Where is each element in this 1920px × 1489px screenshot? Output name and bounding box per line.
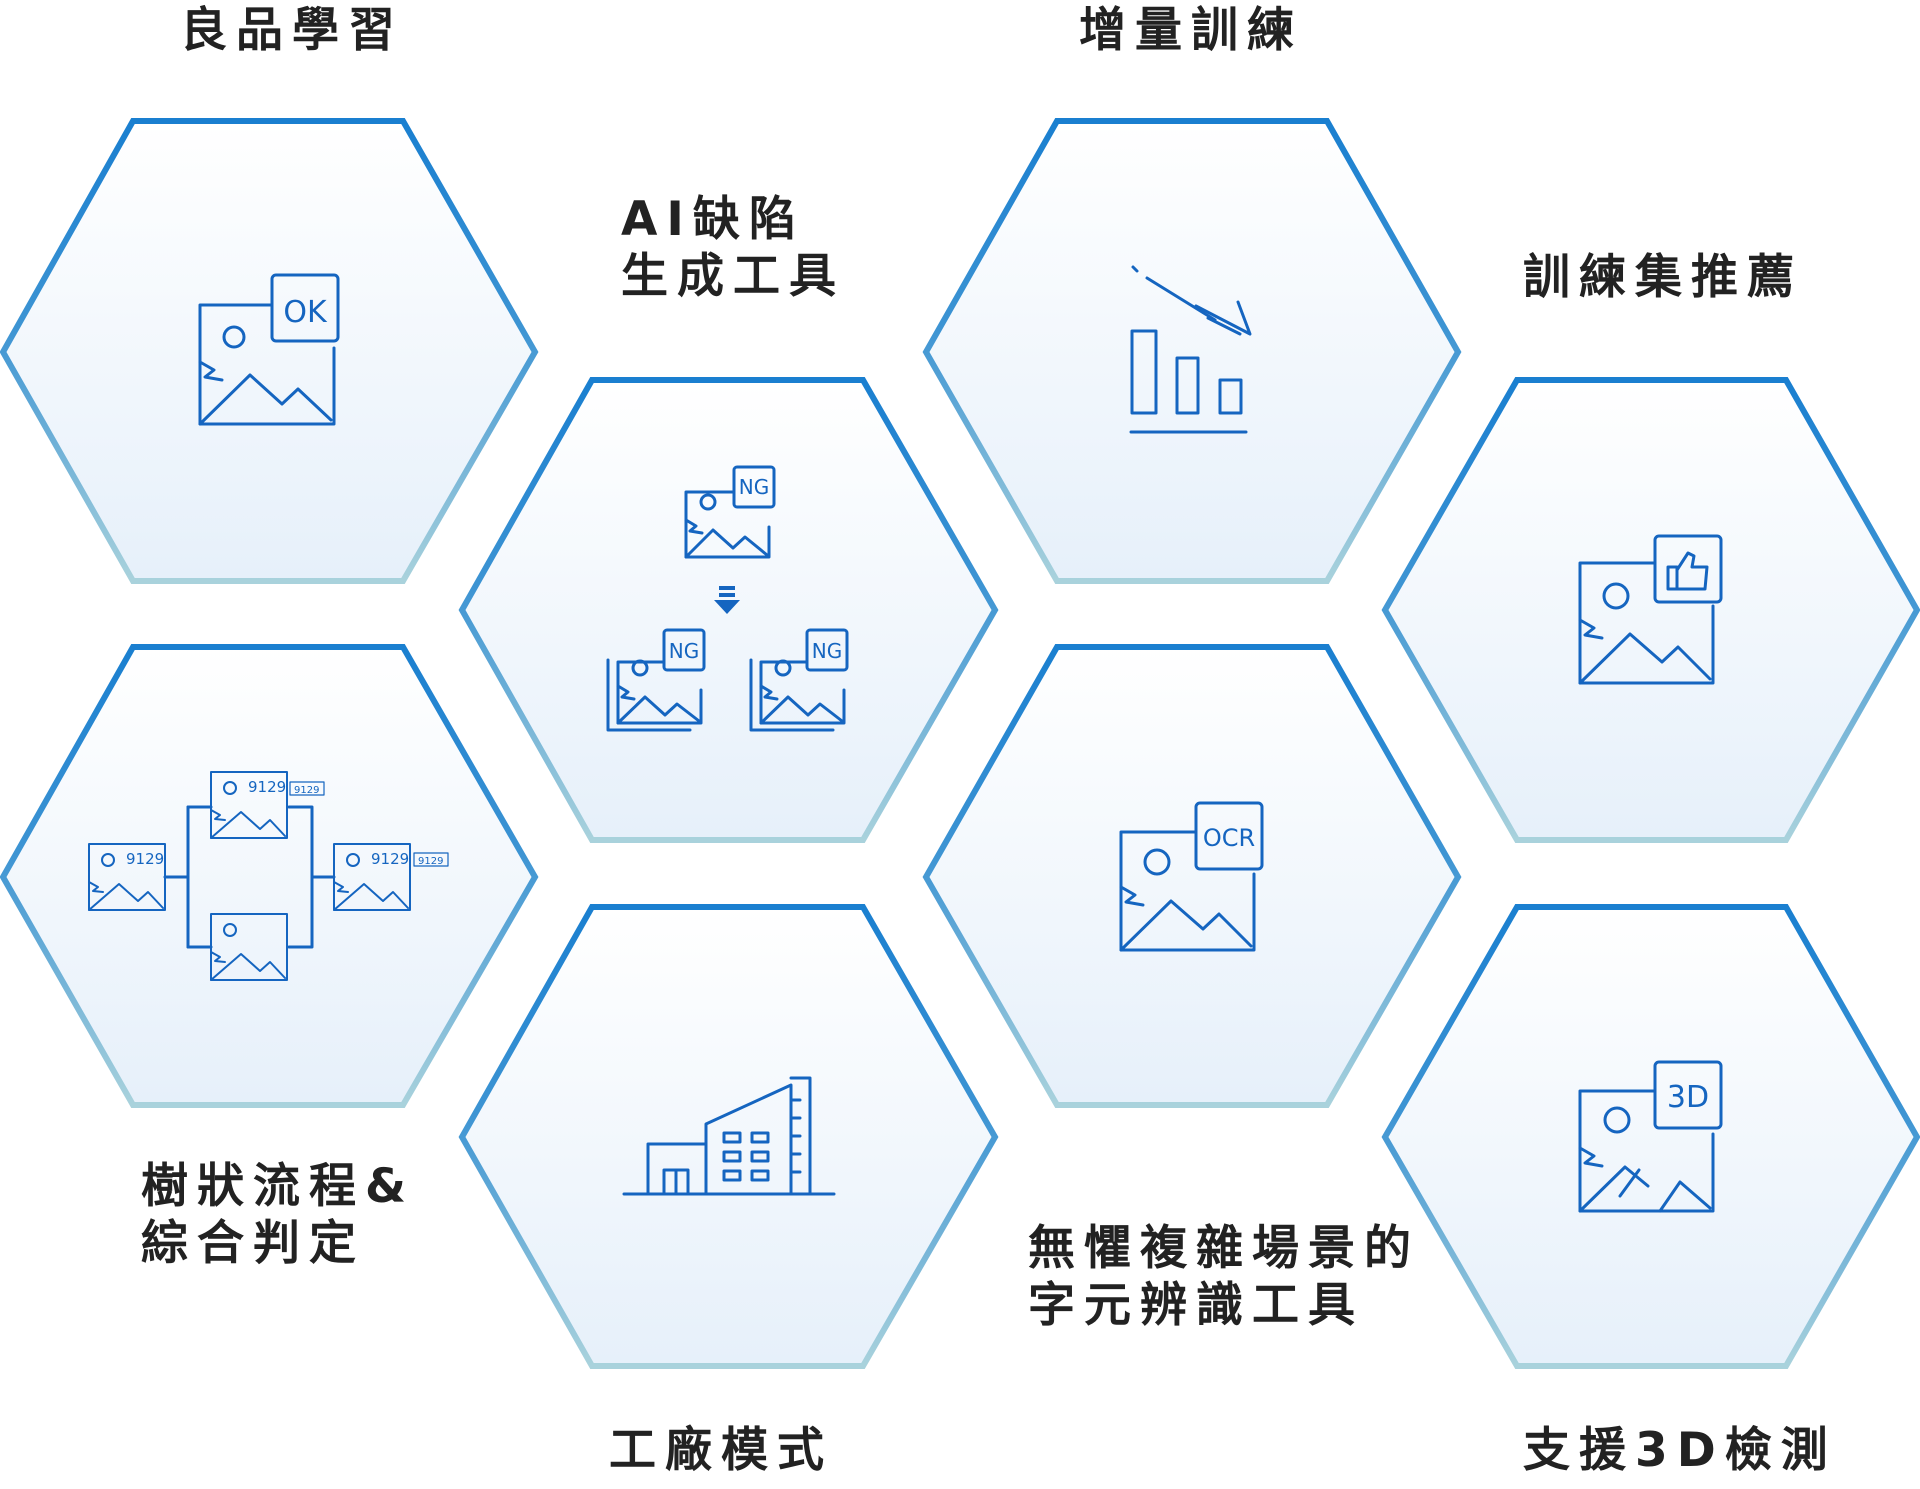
- factory-icon: [622, 1076, 836, 1196]
- svg-text:9129: 9129: [126, 850, 164, 868]
- label-tree-flow: 樹狀流程& 綜合判定: [141, 1159, 415, 1272]
- hex-good-learning: [0, 118, 539, 584]
- hex-3d-inspection: [1381, 904, 1920, 1369]
- decreasing-bar-chart-icon: [1129, 265, 1252, 434]
- svg-text:9129: 9129: [248, 778, 286, 796]
- hex-training-set-recommendation: [1381, 377, 1920, 843]
- image-ok-icon: OK: [198, 273, 340, 426]
- image-3d-icon: 3D: [1578, 1060, 1723, 1213]
- svg-text:9129: 9129: [418, 856, 443, 867]
- hex-factory-mode: [458, 904, 999, 1369]
- label-ocr-tool: 無懼複雜場景的 字元辨識工具: [1028, 1221, 1420, 1334]
- tree-node-left: 9129: [88, 843, 166, 911]
- tree-flow-icon: 9129 9129 9129 9129 9129: [88, 771, 449, 981]
- ng-generation-icon: NG NG NG: [606, 465, 849, 732]
- label-ai-defect-generation: AI缺陷 生成工具: [621, 192, 845, 305]
- hex-incremental-training: [922, 118, 1462, 584]
- svg-text:OCR: OCR: [1203, 824, 1255, 852]
- svg-text:9129: 9129: [294, 785, 319, 796]
- tree-node-right: 9129 9129: [333, 843, 449, 911]
- hex-ocr-tool: [922, 644, 1462, 1108]
- svg-text:NG: NG: [669, 639, 699, 663]
- image-ocr-icon: OCR: [1119, 801, 1264, 952]
- label-training-set-recommendation: 訓練集推薦: [1523, 250, 1803, 305]
- hex-tree-flow: [0, 644, 539, 1108]
- image-thumbs-up-icon: [1578, 534, 1723, 685]
- svg-text:3D: 3D: [1667, 1080, 1709, 1115]
- label-3d-inspection: 支援3D檢測: [1523, 1423, 1837, 1478]
- svg-text:NG: NG: [812, 639, 842, 663]
- svg-text:9129: 9129: [371, 850, 409, 868]
- thumbs-up-glyph: [1666, 551, 1709, 591]
- svg-text:NG: NG: [739, 475, 769, 499]
- tree-node-top: 9129 9129: [210, 771, 325, 839]
- tree-node-bottom: [210, 913, 288, 981]
- svg-text:OK: OK: [283, 295, 328, 330]
- label-incremental-training: 增量訓練: [1079, 3, 1303, 58]
- label-factory-mode: 工廠模式: [609, 1423, 833, 1478]
- label-good-learning: 良品學習: [180, 3, 404, 58]
